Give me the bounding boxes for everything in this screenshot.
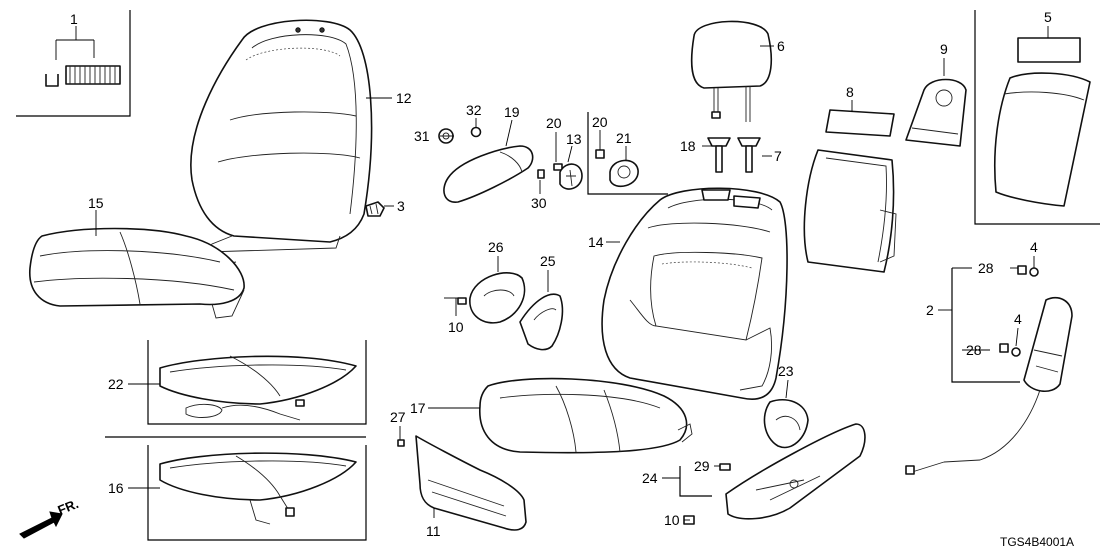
armrest-group xyxy=(438,126,583,203)
callout-4b: 4 xyxy=(1014,311,1022,327)
back-panel-part-8 xyxy=(803,109,897,273)
callout-8: 8 xyxy=(846,84,854,100)
callout-21: 21 xyxy=(616,130,632,146)
callout-29: 29 xyxy=(694,458,710,474)
clip-part-3 xyxy=(365,201,385,217)
front-arrow-label: FR. xyxy=(56,496,81,518)
diagram-code: TGS4B4001A xyxy=(1000,535,1074,549)
callout-7: 7 xyxy=(774,148,782,164)
callout-28b: 28 xyxy=(966,342,982,358)
callout-numbers: 1 12 3 15 6 18 7 8 9 5 31 32 19 20 13 30… xyxy=(70,9,1052,539)
callout-22: 22 xyxy=(108,376,124,392)
seat-back-cover-part-12 xyxy=(190,19,373,267)
frame-lines xyxy=(16,10,1100,541)
callout-24: 24 xyxy=(642,470,658,486)
callout-20b: 20 xyxy=(592,114,608,130)
callout-11: 11 xyxy=(426,523,441,539)
callout-15: 15 xyxy=(88,195,104,211)
callout-2: 2 xyxy=(926,302,934,318)
callout-10a: 10 xyxy=(448,319,464,335)
seat-back-part-14 xyxy=(601,187,788,400)
headrest-guides xyxy=(707,137,761,173)
bracket-part-23 xyxy=(763,398,809,449)
callout-1: 1 xyxy=(70,11,78,27)
callout-26: 26 xyxy=(488,239,504,255)
callout-14: 14 xyxy=(588,234,604,250)
callout-13: 13 xyxy=(566,131,582,147)
side-shield-group xyxy=(457,272,564,351)
headrest-part-6 xyxy=(690,20,773,122)
seat-cushion-cover-part-15 xyxy=(29,227,245,319)
leader-lines xyxy=(75,26,1049,521)
side-trim-part-11 xyxy=(397,435,527,531)
callout-17: 17 xyxy=(410,400,426,416)
callout-3: 3 xyxy=(397,198,405,214)
callout-9: 9 xyxy=(940,41,948,57)
callout-18: 18 xyxy=(680,138,696,154)
callout-19: 19 xyxy=(504,104,520,120)
recliner-knob-group xyxy=(595,149,639,188)
callout-31: 31 xyxy=(414,128,430,144)
side-module-part-2 xyxy=(905,265,1073,475)
callout-20a: 20 xyxy=(546,115,562,131)
back-board-part-5 xyxy=(993,37,1091,207)
callout-4a: 4 xyxy=(1030,239,1038,255)
callout-23: 23 xyxy=(778,363,794,379)
seat-heater-part-22 xyxy=(159,355,357,421)
callout-10b: 10 xyxy=(664,512,680,528)
callout-25: 25 xyxy=(540,253,556,269)
cover-part-9 xyxy=(905,78,967,147)
callout-12: 12 xyxy=(396,90,412,106)
callout-16: 16 xyxy=(108,480,124,496)
clip-part-1 xyxy=(45,32,121,87)
callout-28a: 28 xyxy=(978,260,994,276)
front-direction-arrow: FR. xyxy=(19,496,81,539)
callout-30: 30 xyxy=(531,195,547,211)
callout-6: 6 xyxy=(777,38,785,54)
callout-27: 27 xyxy=(390,409,406,425)
seat-cushion-part-17 xyxy=(479,377,693,454)
seat-heater-part-16 xyxy=(159,452,357,525)
callout-5: 5 xyxy=(1044,9,1052,25)
callout-32: 32 xyxy=(466,102,482,118)
